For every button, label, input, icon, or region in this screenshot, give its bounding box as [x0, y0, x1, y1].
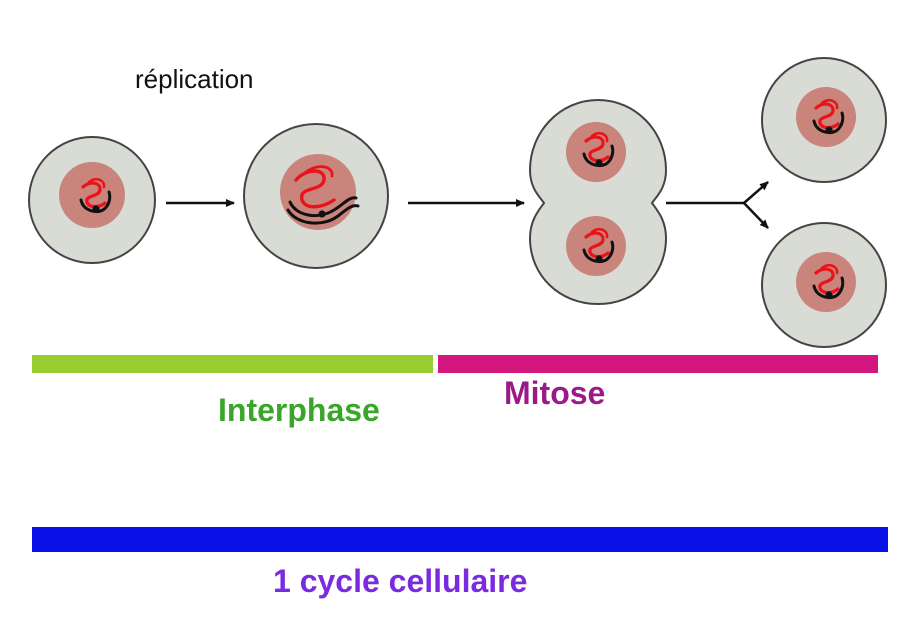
nucleus-top [566, 122, 626, 182]
cycle-label: 1 cycle cellulaire [273, 563, 528, 599]
cell-1 [28, 136, 156, 264]
daughter-cell-top [761, 57, 887, 183]
replication-label: réplication [135, 64, 254, 94]
fork-arrow-icon [666, 181, 769, 229]
daughter-cell-bottom [761, 222, 887, 348]
replicated-chromosome [286, 165, 360, 225]
cycle-bar [32, 527, 888, 552]
interphase-label: Interphase [218, 392, 380, 428]
cell-2 [243, 123, 389, 269]
mitose-bar [438, 355, 878, 373]
interphase-bar [32, 355, 433, 373]
mitose-label: Mitose [504, 375, 606, 411]
dividing-cell [528, 98, 668, 306]
